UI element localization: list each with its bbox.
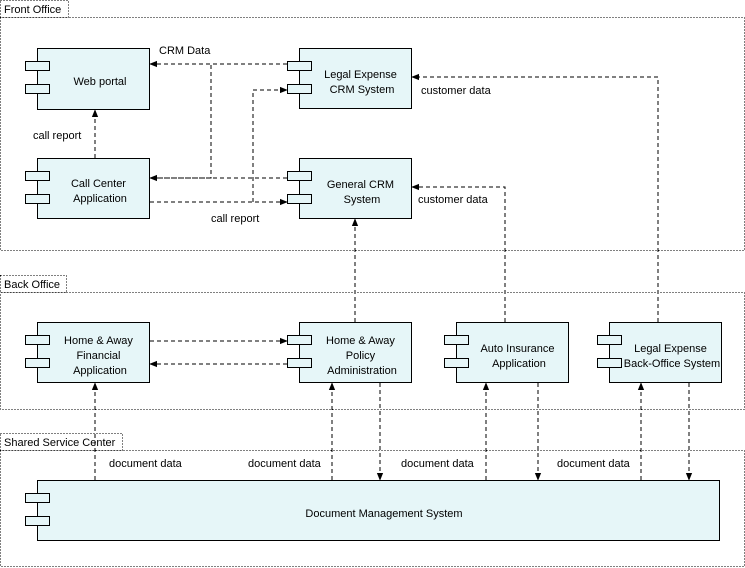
component-label: Document Management System	[305, 508, 462, 520]
component-tab-icon	[287, 171, 312, 181]
group-label-front-office: Front Office	[4, 4, 61, 16]
component-auto-insurance-application[interactable]: Auto Insurance Application	[444, 322, 569, 383]
group-label-back-office: Back Office	[4, 279, 60, 291]
component-tab-icon	[25, 171, 50, 181]
component-home-away-policy-administration[interactable]: Home & Away Policy Administration	[287, 322, 412, 383]
component-label: Legal Expense Back-Office System	[624, 343, 720, 370]
component-label: Home & Away Policy Administration	[326, 335, 398, 377]
component-tab-icon	[25, 84, 50, 94]
component-tab-icon	[25, 61, 50, 71]
flow-call-center-to-legal-crm[interactable]	[252, 86, 288, 202]
component-label: Web portal	[74, 76, 127, 88]
component-label: Auto Insurance Application	[480, 343, 557, 370]
flow-label-customer-data: customer data	[421, 85, 492, 97]
component-tab-icon	[25, 358, 50, 368]
flow-label-crm-data: CRM Data	[159, 45, 211, 57]
component-legal-expense-crm-system[interactable]: Legal Expense CRM System	[287, 48, 412, 109]
flow-label-call-report: call report	[211, 213, 259, 225]
component-document-management-system[interactable]: Document Management System	[25, 480, 720, 541]
group-label-shared-service-center: Shared Service Center	[4, 437, 116, 449]
component-tab-icon	[444, 358, 469, 368]
flow-auto-insurance-to-general-crm[interactable]	[411, 183, 506, 322]
component-call-center-application[interactable]: Call Center Application	[25, 158, 150, 219]
component-tab-icon	[25, 493, 50, 503]
flow-label-document-data: document data	[248, 458, 322, 470]
flow-legal-backoffice-to-legal-crm[interactable]	[411, 73, 659, 322]
component-tab-icon	[25, 516, 50, 526]
component-label: Home & Away Financial Application	[64, 335, 136, 377]
component-home-away-financial-application[interactable]: Home & Away Financial Application	[25, 322, 150, 383]
flow-label-document-data: document data	[557, 458, 631, 470]
component-tab-icon	[597, 335, 622, 345]
component-tab-icon	[597, 358, 622, 368]
flow-label-document-data: document data	[401, 458, 475, 470]
component-legal-expense-back-office-system[interactable]: Legal Expense Back-Office System	[597, 322, 722, 383]
component-label: Legal Expense CRM System	[324, 69, 400, 96]
flow-label-customer-data: customer data	[418, 194, 489, 206]
flow-label-document-data: document data	[109, 458, 183, 470]
component-tab-icon	[287, 335, 312, 345]
component-tab-icon	[25, 194, 50, 204]
component-label: General CRM System	[327, 179, 397, 206]
component-label: Call Center Application	[71, 178, 129, 205]
component-tab-icon	[444, 335, 469, 345]
component-tab-icon	[287, 84, 312, 94]
component-general-crm-system[interactable]: General CRM System	[287, 158, 412, 219]
flow-label-call-report: call report	[33, 130, 81, 142]
component-tab-icon	[287, 358, 312, 368]
component-web-portal[interactable]: Web portal	[25, 48, 150, 110]
component-tab-icon	[287, 194, 312, 204]
component-tab-icon	[287, 61, 312, 71]
component-tab-icon	[25, 335, 50, 345]
